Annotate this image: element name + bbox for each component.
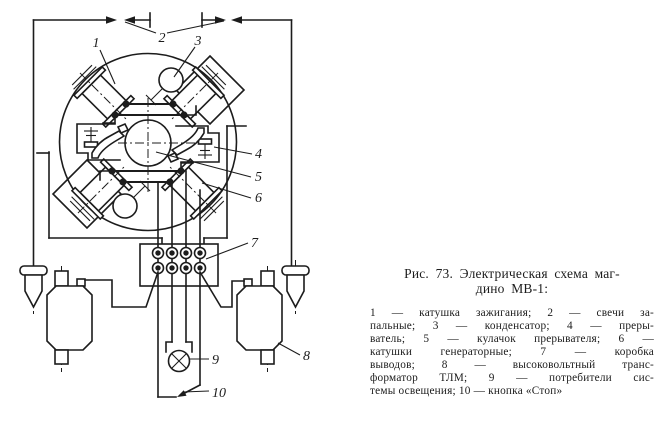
legend-line: выводов; 8 — высоковольтный транс- bbox=[370, 359, 654, 371]
legend-line: ватель; 5 — кулачок прерывателя; 6 — bbox=[370, 333, 654, 345]
label-6: 6 bbox=[255, 191, 262, 206]
label-1: 1 bbox=[93, 36, 100, 51]
label-8: 8 bbox=[303, 349, 310, 364]
label-10: 10 bbox=[212, 386, 226, 401]
high-tension-circuit bbox=[32, 12, 293, 267]
caption-title-line-2: дино МВ-1: bbox=[475, 281, 549, 296]
lighting-lamp bbox=[165, 341, 193, 373]
label-7: 7 bbox=[251, 236, 259, 251]
flywheel-circle bbox=[58, 52, 238, 232]
magnet-pole-top-right bbox=[174, 54, 246, 126]
label-5: 5 bbox=[255, 170, 262, 185]
stop-switch bbox=[157, 383, 202, 398]
hv-transformer-left bbox=[19, 259, 93, 373]
terminal-screws bbox=[151, 246, 207, 275]
legend-line: катушки генераторные; 7 — коробка bbox=[370, 346, 654, 358]
terminal-box bbox=[139, 243, 219, 287]
legend-line: темы освещения; 10 — кнопка «Стоп» bbox=[370, 385, 563, 397]
label-9: 9 bbox=[212, 353, 219, 368]
hv-transformer-right bbox=[236, 259, 310, 373]
label-2: 2 bbox=[159, 31, 166, 46]
callout-labels: 1 2 3 4 5 6 7 8 9 10 bbox=[93, 31, 311, 401]
breaker-cam bbox=[118, 98, 198, 192]
figure-caption: Рис. 73. Электрическая схема маг- дино М… bbox=[370, 266, 654, 398]
legend-line: пальные; 3 — конденсатор; 4 — преры- bbox=[370, 320, 654, 332]
primary-wire-left bbox=[84, 270, 160, 308]
breaker-right bbox=[167, 125, 220, 163]
caption-legend: 1 — катушка зажигания; 2 — свечи за- пал… bbox=[370, 307, 654, 398]
legend-line: форматор ТЛМ; 9 — потребители сис- bbox=[370, 372, 654, 384]
breaker-left bbox=[76, 123, 129, 161]
legend-line: 1 — катушка зажигания; 2 — свечи за- bbox=[370, 307, 654, 319]
primary-wire-right bbox=[198, 270, 245, 308]
label-4: 4 bbox=[255, 147, 262, 162]
leader-lines bbox=[99, 20, 301, 393]
caption-title-line-1: Рис. 73. Электрическая схема маг- bbox=[404, 266, 620, 281]
label-3: 3 bbox=[194, 34, 202, 49]
